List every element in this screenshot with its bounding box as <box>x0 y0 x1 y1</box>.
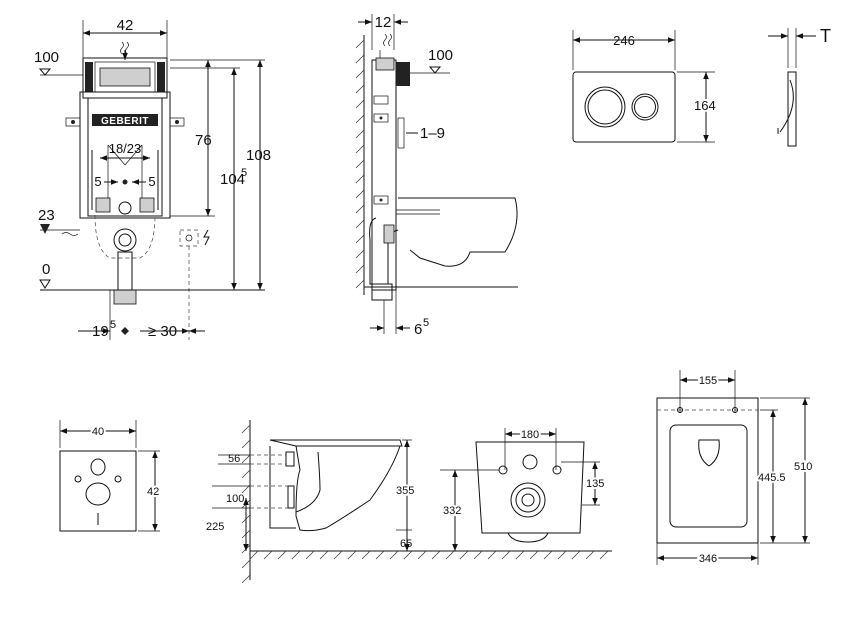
water-inlet-icon <box>120 41 129 55</box>
height-108-label: 108 <box>246 147 271 164</box>
level-inlet-label: 23 <box>38 207 55 224</box>
water-inlet-side-icon <box>383 33 392 47</box>
pad-height-label: 42 <box>147 486 159 498</box>
back-bolt-spacing-label: 180 <box>521 429 539 441</box>
wc-side-view: 56 100 225 355 65 <box>206 420 612 584</box>
water-pipe-icon <box>61 232 79 236</box>
floor-height-label: 225 <box>206 521 224 533</box>
plate-height-label: 164 <box>694 98 716 113</box>
level-marker-23 <box>40 224 50 234</box>
depth-label: 12 <box>375 14 392 31</box>
bottom-left-label: 19 <box>92 323 109 340</box>
offset-right-label: 5 <box>148 174 155 189</box>
side-bottom-label: 6 <box>414 321 422 338</box>
frame-front-view: 42 GEBERIT 18/23 5 5 <box>34 17 271 340</box>
wc-width-label: 346 <box>699 553 717 565</box>
back-height-label: 332 <box>443 505 461 517</box>
height-104-label: 104 <box>220 171 245 188</box>
outlet-label: 100 <box>226 493 244 505</box>
flush-plate-side: T <box>768 26 831 147</box>
bottom-left-sup: 5 <box>110 319 116 331</box>
level-marker-100 <box>38 68 52 76</box>
soundproof-pad: 40 42 <box>59 420 161 532</box>
wc-back-view: 180 135 332 <box>440 427 606 551</box>
wc-height-label: 355 <box>396 485 414 497</box>
top-bolt-spacing-label: 155 <box>699 375 717 387</box>
height-76-label: 76 <box>195 132 212 149</box>
flush-plate-front: 246 164 <box>572 30 718 143</box>
offset-left-label: 5 <box>94 174 101 189</box>
bottom-right-label: ≥ 30 <box>148 323 177 340</box>
pad-width-label: 40 <box>92 426 104 438</box>
height-104-sup: 5 <box>241 167 247 179</box>
wc-gap-label: 65 <box>400 538 412 550</box>
bolt-spacing-label: 18/23 <box>109 141 142 156</box>
frame-width-label: 42 <box>117 17 134 34</box>
side-level-top-label: 100 <box>428 47 453 64</box>
brand-logo: GEBERIT <box>101 116 149 127</box>
seat-length-label: 445.5 <box>758 472 786 484</box>
wc-top-view: 155 445.5 510 346 <box>656 370 814 567</box>
level-marker-0 <box>39 279 51 289</box>
inlet-label: 56 <box>228 453 240 465</box>
back-bolt-height-label: 135 <box>586 478 604 490</box>
wc-length-label: 510 <box>794 461 812 473</box>
level-floor-label: 0 <box>42 261 50 278</box>
adjust-label: 1–9 <box>420 125 445 142</box>
side-bottom-sup: 5 <box>423 317 429 329</box>
electric-icon <box>203 229 210 246</box>
plate-thickness-label: T <box>820 26 831 46</box>
level-top-label: 100 <box>34 49 59 66</box>
frame-side-view: 12 100 1–9 6 5 <box>355 14 518 338</box>
plate-width-label: 246 <box>613 33 635 48</box>
